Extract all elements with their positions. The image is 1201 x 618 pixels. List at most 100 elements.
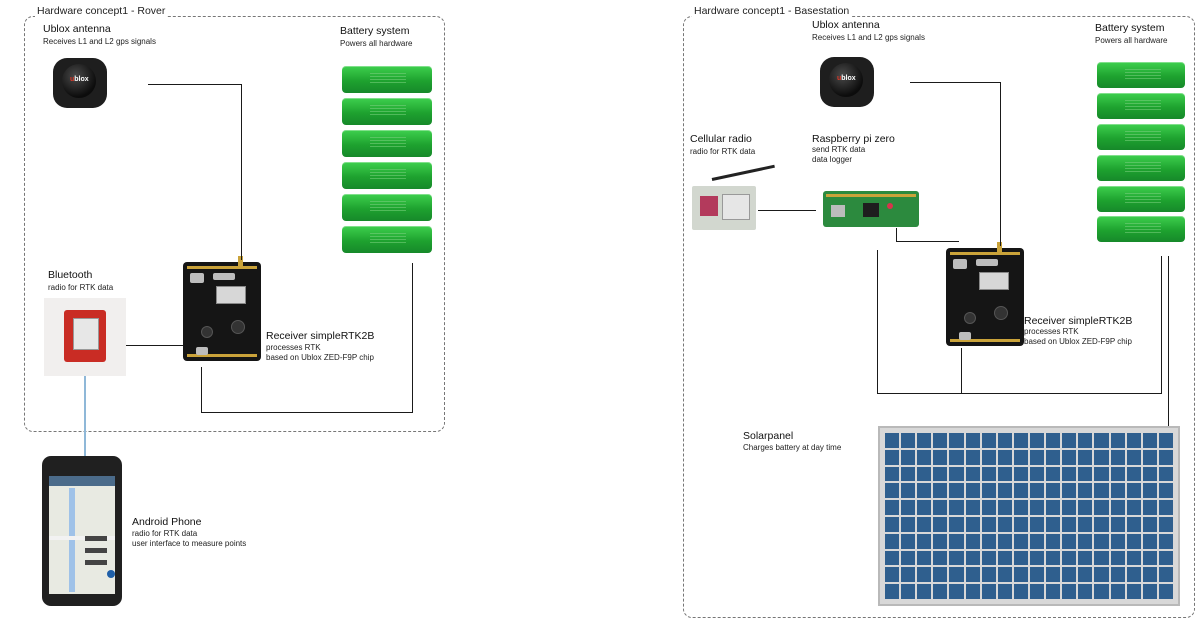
solar-cell (885, 449, 900, 465)
solar-cell (949, 584, 964, 599)
solar-cell (997, 517, 1012, 532)
solar-cell (949, 466, 964, 482)
solar-cell (933, 584, 948, 599)
solar-cell (981, 533, 996, 549)
solar-cell (1030, 567, 1045, 583)
battery-cell (342, 226, 432, 253)
solar-cell (1126, 449, 1141, 465)
solar-cell (1013, 517, 1028, 532)
solar-cell (917, 517, 932, 532)
solar-cell (901, 466, 916, 482)
solar-cell (981, 567, 996, 583)
solar-cell (981, 517, 996, 532)
solar-cell (933, 533, 948, 549)
solar-cell (949, 483, 964, 499)
solar-cell (1078, 567, 1093, 583)
solar-cell (1110, 550, 1125, 566)
solar-cell (917, 466, 932, 482)
solar-cell (981, 466, 996, 482)
battery-cell (342, 194, 432, 221)
solar-cell (917, 567, 932, 583)
bluetooth-module-image (44, 298, 126, 376)
solar-cell (1110, 567, 1125, 583)
cellular-module-image (692, 164, 775, 230)
solar-cell (1126, 500, 1141, 515)
solar-cell (1046, 466, 1061, 482)
rover-receiver-desc: processes RTK based on Ublox ZED-F9P chi… (266, 343, 374, 362)
solar-cell (1062, 483, 1077, 499)
rover-bluetooth-desc: radio for RTK data (48, 283, 114, 292)
solar-cell (1013, 433, 1028, 448)
solar-cell (997, 466, 1012, 482)
solar-cell (997, 533, 1012, 549)
solar-cell (917, 550, 932, 566)
solar-cell (1158, 517, 1173, 532)
solar-cell (1158, 567, 1173, 583)
solar-cell (901, 533, 916, 549)
solar-cell (1094, 517, 1109, 532)
solar-cell (1030, 584, 1045, 599)
base-receiver-board (946, 242, 1024, 346)
solar-cell (933, 567, 948, 583)
solar-cell (1062, 567, 1077, 583)
solar-cell (965, 500, 980, 515)
solar-cell (965, 466, 980, 482)
base-antenna-title: Ublox antenna (812, 19, 880, 31)
solar-cell (1158, 466, 1173, 482)
solar-cell (885, 550, 900, 566)
solar-cell (1046, 433, 1061, 448)
solar-cell (1078, 584, 1093, 599)
solar-cell (1062, 550, 1077, 566)
solar-cell (949, 517, 964, 532)
solar-cell (1094, 550, 1109, 566)
solar-cell (1078, 517, 1093, 532)
solar-cell (1094, 433, 1109, 448)
solar-cell (1013, 567, 1028, 583)
battery-cell (342, 130, 432, 157)
solar-cell (1142, 449, 1157, 465)
solar-cell (1110, 483, 1125, 499)
rover-frame (24, 16, 445, 432)
solar-battery-cable (1168, 256, 1169, 426)
solar-cell (981, 483, 996, 499)
solar-cell (1110, 584, 1125, 599)
solar-cell (997, 550, 1012, 566)
solar-cell (1158, 483, 1173, 499)
solar-cell (997, 449, 1012, 465)
solar-cell (997, 567, 1012, 583)
solar-cell (1126, 533, 1141, 549)
solar-cell (965, 567, 980, 583)
battery-cell (1097, 124, 1185, 150)
solar-cell (1110, 449, 1125, 465)
solar-cell (1013, 449, 1028, 465)
solar-cell (965, 449, 980, 465)
solar-cell (1126, 483, 1141, 499)
solar-cell (1094, 449, 1109, 465)
solar-cell (997, 483, 1012, 499)
phone-title: Android Phone (132, 516, 202, 528)
rover-antenna-image: ublox (53, 58, 107, 108)
solar-cell (885, 500, 900, 515)
solar-cell (1078, 550, 1093, 566)
cellular-pi-cable (758, 210, 816, 211)
solar-cell (1030, 433, 1045, 448)
solar-cell (901, 449, 916, 465)
solar-cell (1094, 584, 1109, 599)
solar-cell (1158, 533, 1173, 549)
solar-cell (1030, 550, 1045, 566)
solar-desc: Charges battery at day time (743, 443, 842, 452)
solar-cell (981, 550, 996, 566)
base-antenna-image: ublox (820, 57, 874, 107)
solar-cell (1126, 567, 1141, 583)
rover-frame-title: Hardware concept1 - Rover (35, 5, 168, 17)
solar-cell (1158, 433, 1173, 448)
solar-cell (1046, 500, 1061, 515)
solar-cell (981, 500, 996, 515)
rover-battery-title: Battery system (340, 25, 410, 37)
solar-cell (1046, 550, 1061, 566)
solar-cell (917, 584, 932, 599)
solar-cell (1142, 533, 1157, 549)
solar-cell (1030, 483, 1045, 499)
solar-cell (885, 466, 900, 482)
solar-cell (965, 584, 980, 599)
